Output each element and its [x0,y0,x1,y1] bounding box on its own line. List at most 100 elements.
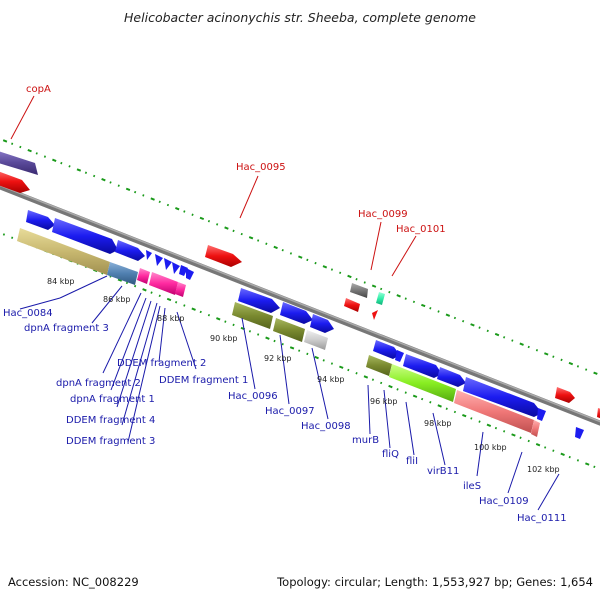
blue-small-r3[interactable] [575,427,584,439]
inner-tick [462,413,467,418]
label-DDEM-fragment-3[interactable]: DDEM fragment 3 [66,436,155,447]
olive-feature-r[interactable] [366,355,392,376]
label-dpnA-fragment-3[interactable]: dpnA fragment 3 [24,323,109,334]
ileS-blue[interactable] [463,377,542,417]
label-DDEM-fragment-1[interactable]: DDEM fragment 1 [159,375,248,386]
label-hac-0097[interactable]: Hac_0097 [265,406,315,417]
inner-tick [183,304,186,307]
label-murB[interactable]: murB [352,435,379,446]
inner-tick [371,378,375,381]
inner-tick [519,436,522,439]
inner-tick [216,317,221,321]
outer-tick [478,326,481,329]
label-dpnA-fragment-1[interactable]: dpnA fragment 1 [70,394,155,405]
blue-small-3[interactable] [164,258,172,270]
label-copA[interactable]: copA [26,84,51,95]
outer-tick [593,371,598,375]
hac-0097-blue[interactable] [280,302,313,324]
forward-cluster-left [17,210,194,297]
inner-tick [511,433,516,437]
pink-feature-3[interactable] [175,282,186,297]
murB-blue[interactable] [373,340,400,359]
inner-tick [527,439,530,443]
outer-tick [298,255,303,259]
outer-tick [19,145,22,149]
label-dpnA-fragment-2[interactable]: dpnA fragment 2 [56,378,141,389]
inner-tick [306,352,309,356]
salmon-feature[interactable] [454,390,534,433]
inner-tick [281,342,284,346]
inner-tick [560,452,565,457]
blue-small-6[interactable] [186,268,194,280]
blue-small-1[interactable] [146,250,152,260]
label-fliI[interactable]: fliI [406,456,418,467]
virB11-blue[interactable] [437,367,466,387]
inner-tick [421,397,424,401]
tan-feature[interactable] [17,228,110,275]
blue-small-4[interactable] [172,262,180,274]
purple-feature[interactable] [0,150,38,175]
outer-tick [191,213,194,216]
fliI-blue[interactable] [403,354,442,378]
label-hac-0096[interactable]: Hac_0096 [228,391,278,402]
label-hac-0098[interactable]: Hac_0098 [301,421,351,432]
steel-feature[interactable] [107,262,138,285]
kbp-label-102: 102 kbp [527,465,560,474]
hac-0096-blue[interactable] [238,288,280,313]
hac-0098-blue[interactable] [310,314,334,333]
blue-small-5[interactable] [179,265,188,276]
inner-tick [248,330,252,333]
label-hac-0101[interactable]: Hac_0101 [396,224,446,235]
label-virB11[interactable]: virB11 [427,466,459,477]
pink-feature-r[interactable] [531,420,540,437]
outer-tick [576,365,580,368]
red-right-1[interactable] [555,387,575,403]
inner-tick [347,368,350,372]
blue-small-r2[interactable] [537,408,546,421]
copA-arrow[interactable] [0,170,30,193]
red-small-1[interactable] [344,298,360,312]
outer-tick [207,219,211,223]
outer-tick [175,207,180,211]
label-DDEM-fragment-4[interactable]: DDEM fragment 4 [66,415,155,426]
label-hac-0084[interactable]: Hac_0084 [3,308,53,319]
pink-feature-2[interactable] [149,272,178,295]
label-fliQ[interactable]: fliQ [382,449,399,460]
label-ileS[interactable]: ileS [463,481,481,492]
inner-tick [339,365,344,369]
red-right-2[interactable] [597,408,600,420]
light-gray-feature[interactable] [304,330,328,350]
red-small-2[interactable] [372,310,378,320]
outer-tick [60,161,63,165]
blue-arrow-c[interactable] [115,240,145,261]
inner-tick [437,404,442,408]
inner-tick [568,455,571,459]
outer-tick [257,239,260,242]
forward-cluster-middle [232,288,334,350]
inner-tick [191,307,196,311]
outer-tick [585,368,588,371]
label-hac-0095[interactable]: Hac_0095 [236,162,286,173]
hac-0099-gray[interactable] [350,283,368,298]
hac-0095-arrow[interactable] [205,245,242,267]
copA-region [0,150,38,193]
kbp-label-94: 94 kbp [317,375,345,384]
blue-arrow-b[interactable] [52,218,118,254]
label-hac-0109[interactable]: Hac_0109 [479,496,529,507]
blue-small-2[interactable] [155,254,163,266]
hac-0101-mint[interactable] [376,292,385,305]
label-hac-0099[interactable]: Hac_0099 [358,209,408,220]
kbp-label-92: 92 kbp [264,354,292,363]
blue-small-r1[interactable] [395,350,404,362]
pink-feature-1[interactable] [137,268,150,284]
label-hac-0111[interactable]: Hac_0111 [517,513,567,524]
lime-feature[interactable] [389,364,456,402]
olive-feature-1[interactable] [232,302,273,329]
label-DDEM-fragment-2[interactable]: DDEM fragment 2 [117,358,206,369]
olive-feature-2[interactable] [273,318,305,342]
inner-tick [363,375,369,379]
blue-arrow-a[interactable] [26,210,55,230]
kbp-label-88: 88 kbp [157,314,185,323]
inner-tick [224,320,227,323]
